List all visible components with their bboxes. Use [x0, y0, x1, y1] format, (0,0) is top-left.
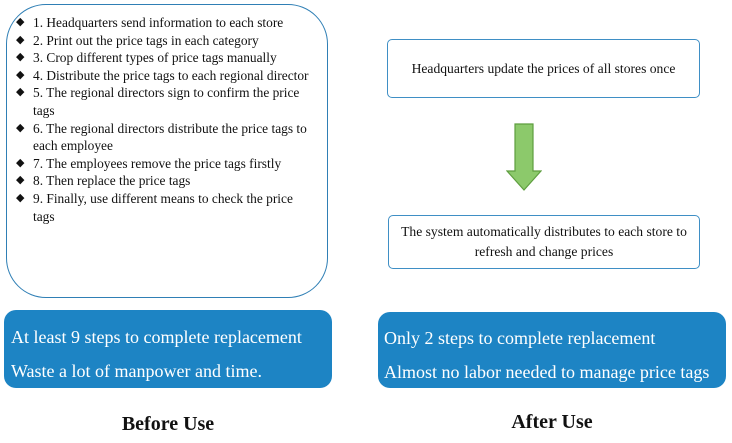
diamond-bullet-icon: ◆: [16, 191, 25, 204]
step-7: ◆ 7. The employees remove the price tags …: [16, 155, 317, 173]
before-summary-line-1: At least 9 steps to complete replacement: [11, 327, 302, 347]
before-summary-box: At least 9 steps to complete replacement…: [4, 310, 332, 388]
after-summary-box: Only 2 steps to complete replacement Alm…: [378, 312, 726, 388]
step-9: ◆ 9. Finally, use different means to chec…: [16, 190, 317, 225]
diamond-bullet-icon: ◆: [16, 68, 25, 81]
step-1-text: 1. Headquarters send information to each…: [33, 15, 284, 30]
diamond-bullet-icon: ◆: [16, 33, 25, 46]
before-caption: Before Use: [121, 413, 215, 435]
step-4-text: 4. Distribute the price tags to each reg…: [33, 67, 309, 83]
diamond-bullet-icon: ◆: [16, 51, 25, 64]
diamond-bullet-icon: ◆: [16, 121, 25, 134]
after-summary-line-2: Almost no labor needed to manage price t…: [384, 362, 710, 382]
diamond-bullet-icon: ◆: [16, 156, 25, 169]
step-3: ◆ 3. Crop different types of price tags m…: [16, 49, 317, 67]
step-6: ◆ 6. The regional directors distribute th…: [16, 120, 317, 155]
step-1: ◆ 1. Headquarters send information to eac…: [16, 14, 317, 32]
step-6-text: 6. The regional directors distribute the…: [33, 120, 307, 154]
diamond-bullet-icon: ◆: [16, 174, 25, 187]
step-3-text: 3. Crop different types of price tags ma…: [33, 50, 277, 66]
after-top-box-text: Headquarters update the prices of all st…: [411, 60, 676, 76]
step-2-text: 2. Print out the price tags in each cate…: [33, 32, 259, 48]
step-7-text: 7. The employees remove the price tags f…: [33, 155, 282, 171]
before-steps-list: ◆ 1. Headquarters send information to eac…: [16, 14, 317, 225]
before-summary-line-2: Waste a lot of manpower and time.: [11, 361, 262, 381]
step-9-text: 9. Finally, use different means to check…: [33, 190, 293, 224]
after-summary-line-1: Only 2 steps to complete replacement: [384, 328, 656, 348]
step-5-text: 5. The regional directors sign to confir…: [33, 85, 300, 118]
diamond-bullet-icon: ◆: [16, 16, 25, 28]
after-bottom-box-text: The system automatically distributes to …: [401, 224, 687, 259]
after-bottom-box: The system automatically distributes to …: [388, 215, 700, 269]
step-4: ◆ 4. Distribute the price tags to each re…: [16, 67, 317, 85]
step-8: ◆ 8. Then replace the price tags: [16, 172, 317, 190]
step-2: ◆ 2. Print out the price tags in each cat…: [16, 32, 317, 50]
before-steps-box: ◆ 1. Headquarters send information to eac…: [6, 4, 328, 298]
step-8-text: 8. Then replace the price tags: [33, 173, 191, 189]
after-top-box: Headquarters update the prices of all st…: [387, 39, 700, 98]
diamond-bullet-icon: ◆: [16, 86, 25, 99]
step-5: ◆ 5. The regional directors sign to confi…: [16, 84, 317, 119]
after-caption: After Use: [511, 411, 593, 433]
down-arrow-icon: [506, 123, 542, 191]
